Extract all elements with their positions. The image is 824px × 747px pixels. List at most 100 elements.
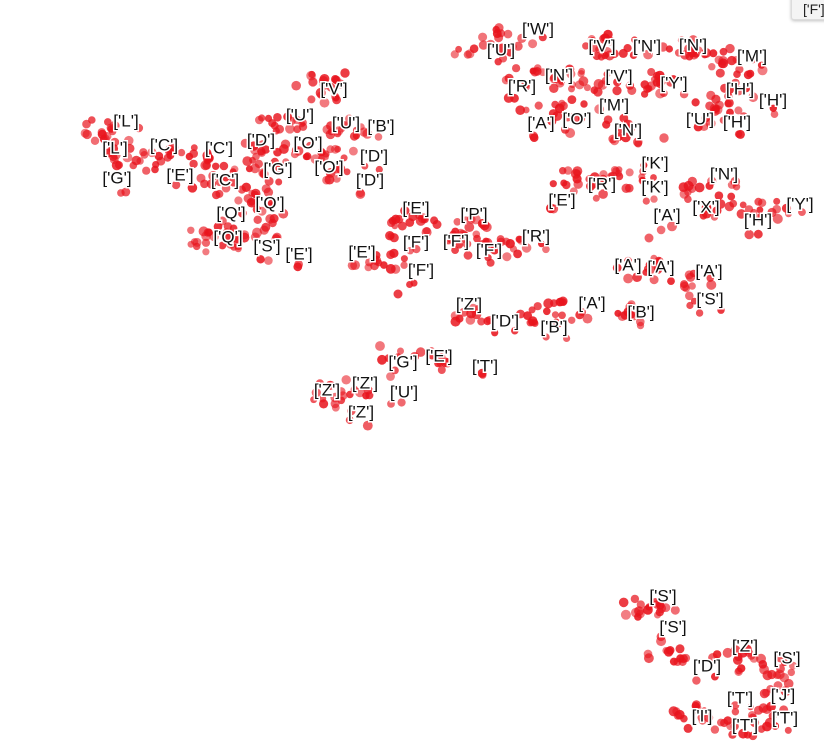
scatter-point bbox=[638, 173, 646, 181]
scatter-point bbox=[229, 177, 239, 187]
scatter-point bbox=[568, 316, 576, 324]
scatter-point bbox=[779, 705, 789, 715]
label-layer: ['W']['U']['V']['N']['N']['M']['R']['N']… bbox=[101, 18, 815, 736]
point-label: ['N'] bbox=[633, 36, 661, 55]
scatter-point bbox=[735, 129, 745, 139]
point-label: ['T'] bbox=[472, 356, 498, 375]
scatter-point bbox=[542, 333, 550, 341]
scatter-point bbox=[406, 281, 414, 288]
scatter-point bbox=[563, 166, 573, 175]
scatter-point bbox=[543, 298, 554, 309]
scatter-point bbox=[511, 326, 519, 335]
scatter-point bbox=[568, 85, 575, 93]
corner-tab[interactable]: ['F'] bbox=[791, 0, 824, 20]
scatter-point bbox=[325, 380, 335, 390]
scatter-point bbox=[538, 68, 547, 77]
scatter-point bbox=[615, 172, 624, 181]
scatter-point bbox=[538, 240, 545, 248]
scatter-point bbox=[258, 168, 268, 178]
point-label: ['L'] bbox=[102, 138, 127, 157]
scatter-point bbox=[346, 390, 354, 399]
point-label: ['Z'] bbox=[348, 402, 374, 421]
point-label: ['F'] bbox=[403, 232, 429, 251]
scatter-point bbox=[754, 705, 763, 715]
point-label: ['A'] bbox=[527, 113, 554, 132]
point-label: ['T'] bbox=[772, 708, 798, 727]
scatter-point bbox=[692, 50, 700, 58]
scatter-point bbox=[562, 180, 571, 190]
scatter-point bbox=[362, 128, 373, 139]
scatter-point bbox=[690, 297, 698, 305]
scatter-point bbox=[619, 113, 629, 123]
scatter-point bbox=[485, 316, 494, 324]
scatter-point bbox=[187, 226, 195, 234]
scatter-point bbox=[257, 147, 266, 156]
scatter-point bbox=[256, 255, 265, 264]
scatter-point bbox=[391, 366, 399, 375]
point-label: ['N'] bbox=[614, 120, 642, 139]
scatter-point bbox=[643, 605, 653, 615]
scatter-point bbox=[706, 279, 717, 290]
scatter-point bbox=[240, 138, 250, 148]
scatter-point bbox=[641, 90, 649, 98]
scatter-point bbox=[332, 94, 340, 102]
scatter-point bbox=[229, 168, 237, 176]
scatter-point bbox=[177, 148, 186, 157]
scatter-point bbox=[770, 110, 779, 118]
scatter-point bbox=[115, 161, 123, 170]
scatter-point bbox=[508, 42, 517, 51]
scatter-point bbox=[717, 306, 725, 314]
point-label: ['Y'] bbox=[660, 73, 687, 92]
scatter-point bbox=[753, 229, 763, 239]
scatter-point bbox=[572, 174, 582, 184]
scatter-point bbox=[187, 183, 198, 193]
scatter-point bbox=[400, 255, 408, 263]
point-label: ['A'] bbox=[614, 255, 641, 274]
scatter-point bbox=[735, 667, 743, 675]
scatter-point bbox=[478, 32, 488, 42]
scatter-point bbox=[80, 128, 90, 138]
scatter-point bbox=[279, 144, 289, 154]
scatter-point bbox=[444, 237, 453, 245]
scatter-point bbox=[526, 319, 534, 327]
scatter-point bbox=[726, 721, 735, 731]
scatter-point bbox=[239, 232, 250, 243]
scatter-point bbox=[618, 597, 629, 608]
scatter-point bbox=[720, 718, 729, 728]
scatter-point bbox=[332, 165, 341, 174]
scatter-point bbox=[640, 161, 648, 169]
point-label: ['E'] bbox=[166, 165, 193, 184]
scatter-point bbox=[598, 189, 608, 199]
scatter-point bbox=[428, 352, 436, 360]
scatter-point bbox=[555, 78, 565, 88]
scatter-point bbox=[497, 29, 506, 38]
scatter-point bbox=[693, 706, 702, 715]
point-label: ['Q'] bbox=[216, 203, 245, 222]
scatter-point bbox=[257, 206, 267, 216]
scatter-point bbox=[787, 668, 795, 677]
scatter-point bbox=[701, 51, 709, 59]
scatter-point bbox=[264, 256, 273, 265]
scatter-point bbox=[124, 135, 134, 146]
point-label: ['H'] bbox=[759, 90, 787, 109]
scatter-point bbox=[253, 215, 262, 224]
point-label: ['D'] bbox=[693, 656, 721, 675]
scatter-point bbox=[627, 86, 637, 95]
scatter-point bbox=[577, 115, 586, 123]
scatter-point bbox=[171, 180, 181, 190]
scatter-point bbox=[725, 43, 735, 54]
scatter-point bbox=[744, 229, 754, 240]
scatter-point bbox=[340, 154, 348, 162]
scatter-point bbox=[283, 112, 292, 122]
scatter-point bbox=[285, 124, 295, 134]
scatter-point bbox=[580, 100, 588, 108]
scatter-point bbox=[686, 301, 694, 310]
scatter-point bbox=[455, 241, 464, 249]
scatter-point bbox=[400, 206, 410, 216]
scatter-point bbox=[617, 124, 627, 134]
scatter-point bbox=[756, 206, 764, 214]
point-label: ['S'] bbox=[773, 648, 800, 667]
point-label: ['N'] bbox=[679, 35, 707, 54]
scatter-point bbox=[349, 131, 359, 141]
scatter-point bbox=[412, 245, 421, 254]
